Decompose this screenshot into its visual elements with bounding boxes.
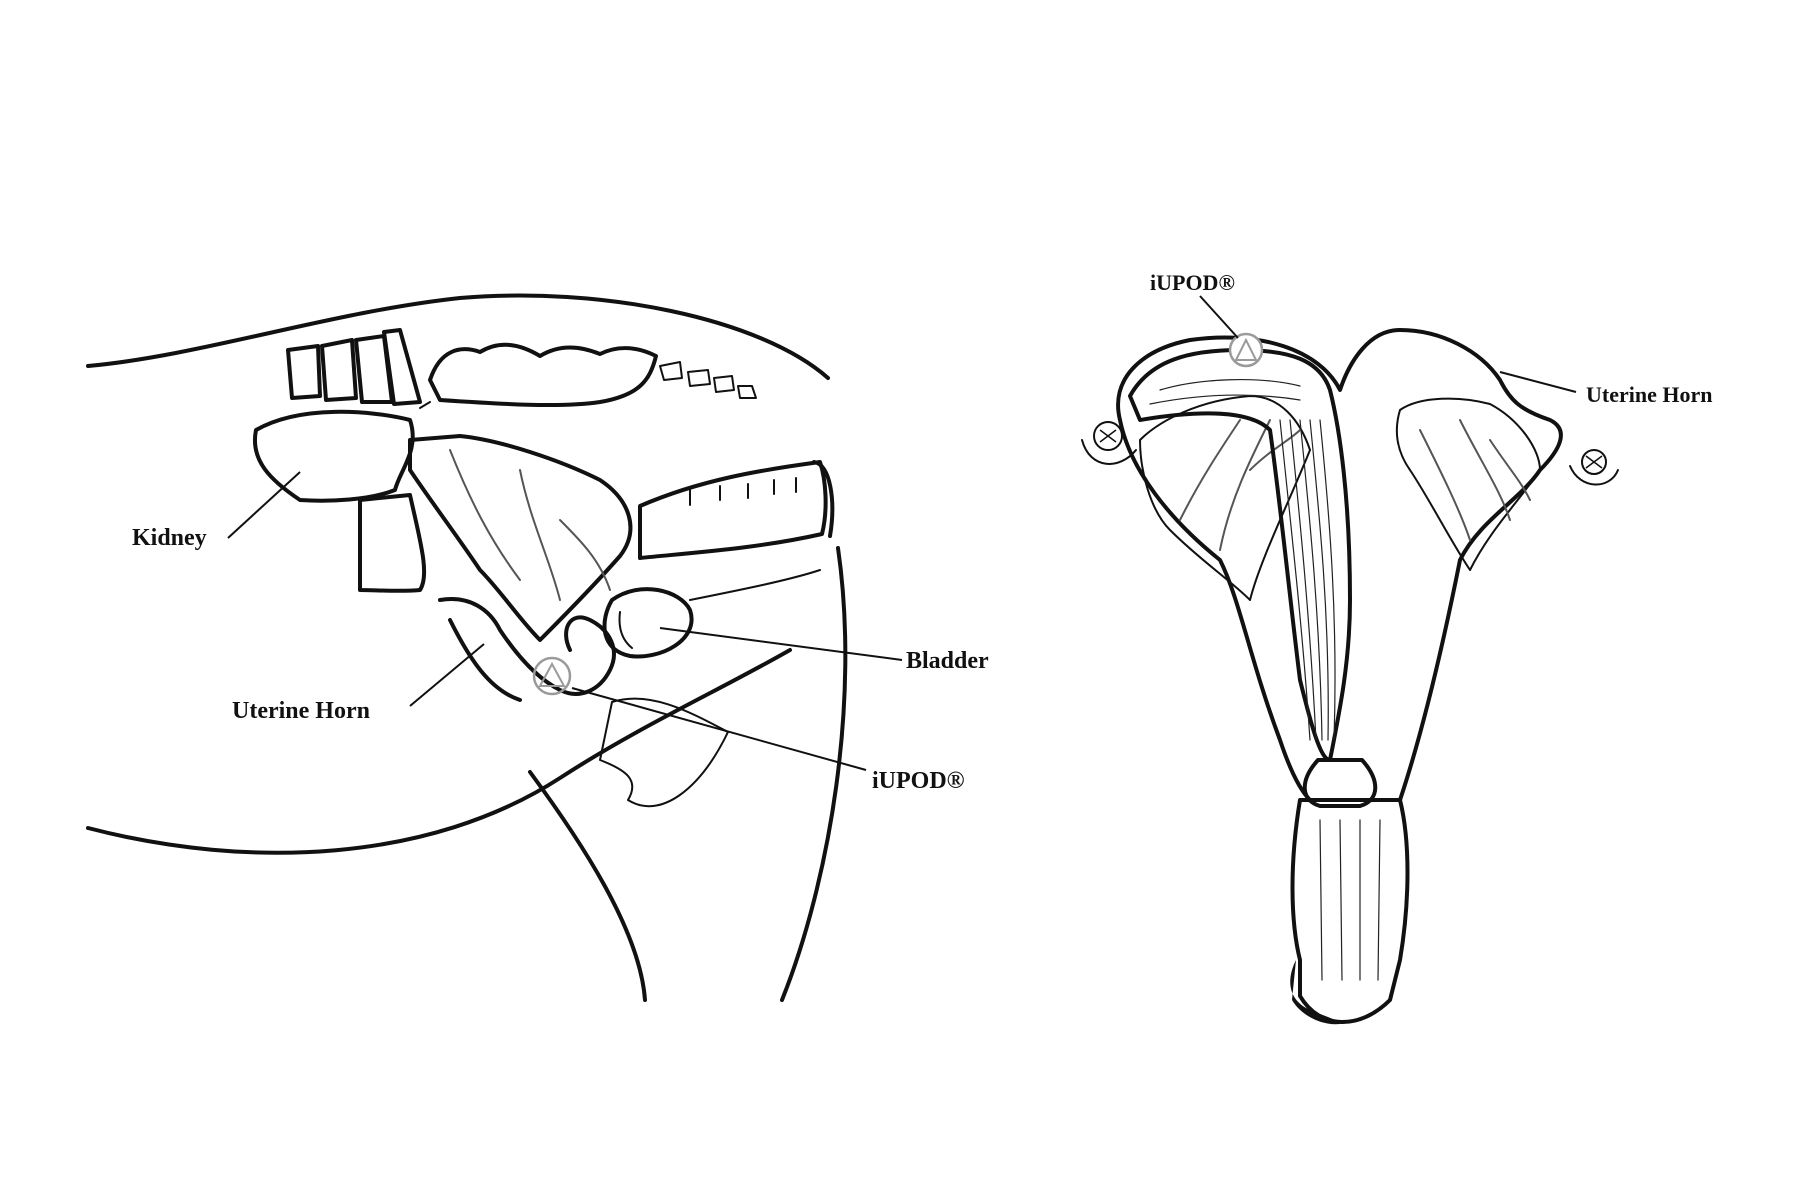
vessel-r3: [1249, 429, 1301, 471]
vessel-3: [559, 519, 611, 591]
leader-kidney: [227, 471, 301, 539]
colon: [638, 460, 828, 560]
uterine-horn-lower: [448, 618, 522, 702]
urethra-line: [689, 569, 821, 601]
vagina-ridges: [1319, 819, 1381, 981]
vulva-shadow: [1290, 960, 1340, 1025]
leader-uterine-horn: [409, 643, 485, 707]
vagina: [1290, 798, 1410, 1024]
uterus-outer-outline: [1116, 328, 1563, 802]
label-uterine-horn-left: Uterine Horn: [232, 698, 370, 724]
colon-ridges: [689, 477, 797, 506]
uterine-body: [1128, 348, 1352, 762]
vessel-2: [519, 469, 561, 601]
vessel-r6: [1489, 439, 1531, 501]
ovary-left: [1081, 421, 1137, 465]
iupod-device-right: [1228, 332, 1264, 368]
uterine-body-striations: [1279, 419, 1336, 741]
horn-striations: [1149, 379, 1301, 405]
intestine-block: [358, 493, 427, 593]
label-iupod-right: iUPOD®: [1150, 270, 1235, 295]
broad-ligament-left: [1139, 395, 1311, 601]
iupod-device-left: [532, 656, 572, 696]
spine: [286, 328, 757, 409]
ovary-mass: [408, 434, 633, 642]
lateral-view: Kidney Bladder Uterine Horn iUPOD®: [86, 293, 989, 1002]
broad-ligament-right: [1395, 397, 1541, 571]
label-bladder: Bladder: [906, 648, 989, 674]
frontal-view: iUPOD® Uterine Horn: [1081, 270, 1712, 1025]
leader-iupod-right: [1199, 295, 1239, 339]
hind-leg-inner: [599, 697, 729, 808]
leader-uterine-horn-right: [1499, 371, 1577, 393]
hind-leg-front: [780, 546, 848, 1002]
kidney: [252, 409, 415, 503]
vessel-r5: [1459, 419, 1511, 521]
bladder-detail: [618, 611, 633, 649]
leader-bladder: [659, 627, 903, 661]
label-uterine-horn-right: Uterine Horn: [1586, 382, 1712, 407]
label-kidney: Kidney: [132, 525, 207, 551]
leader-iupod-left: [571, 687, 867, 771]
body-ventral-outline: [86, 648, 792, 855]
body-dorsal-outline: [86, 293, 830, 380]
vessel-1: [449, 449, 521, 581]
vessel-r4: [1419, 429, 1471, 541]
hind-leg-outline: [528, 770, 647, 1002]
bladder: [602, 587, 694, 659]
vessel-r1: [1179, 419, 1241, 521]
ovary-right: [1569, 449, 1619, 486]
vessel-r2: [1219, 419, 1271, 551]
colon-end: [812, 460, 835, 538]
label-iupod-left: iUPOD®: [872, 768, 965, 794]
cervix: [1302, 758, 1378, 808]
